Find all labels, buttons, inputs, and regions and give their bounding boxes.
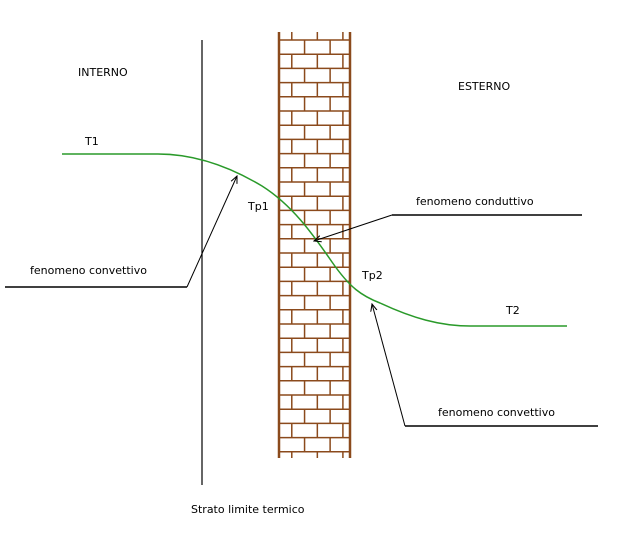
t2-label: T2 [505, 304, 520, 317]
t1-label: T1 [84, 135, 99, 148]
conduttivo-label: fenomeno conduttivo [416, 195, 534, 208]
convettivo-left-label: fenomeno convettivo [30, 264, 147, 277]
convettivo-left-arrow [186, 176, 237, 288]
conduttivo-arrow [314, 214, 393, 241]
esterno-label: ESTERNO [458, 80, 510, 93]
tp1-label: Tp1 [247, 200, 269, 213]
temperature-profile-curve [62, 153, 567, 327]
convettivo-right-label: fenomeno convettivo [438, 406, 555, 419]
wall-background [279, 32, 350, 458]
brick-wall [277, 32, 352, 458]
tp2-label: Tp2 [361, 269, 383, 282]
interno-label: INTERNO [78, 66, 128, 79]
strato-limite-label: Strato limite termico [191, 503, 305, 516]
convettivo-right-arrow [372, 304, 406, 427]
